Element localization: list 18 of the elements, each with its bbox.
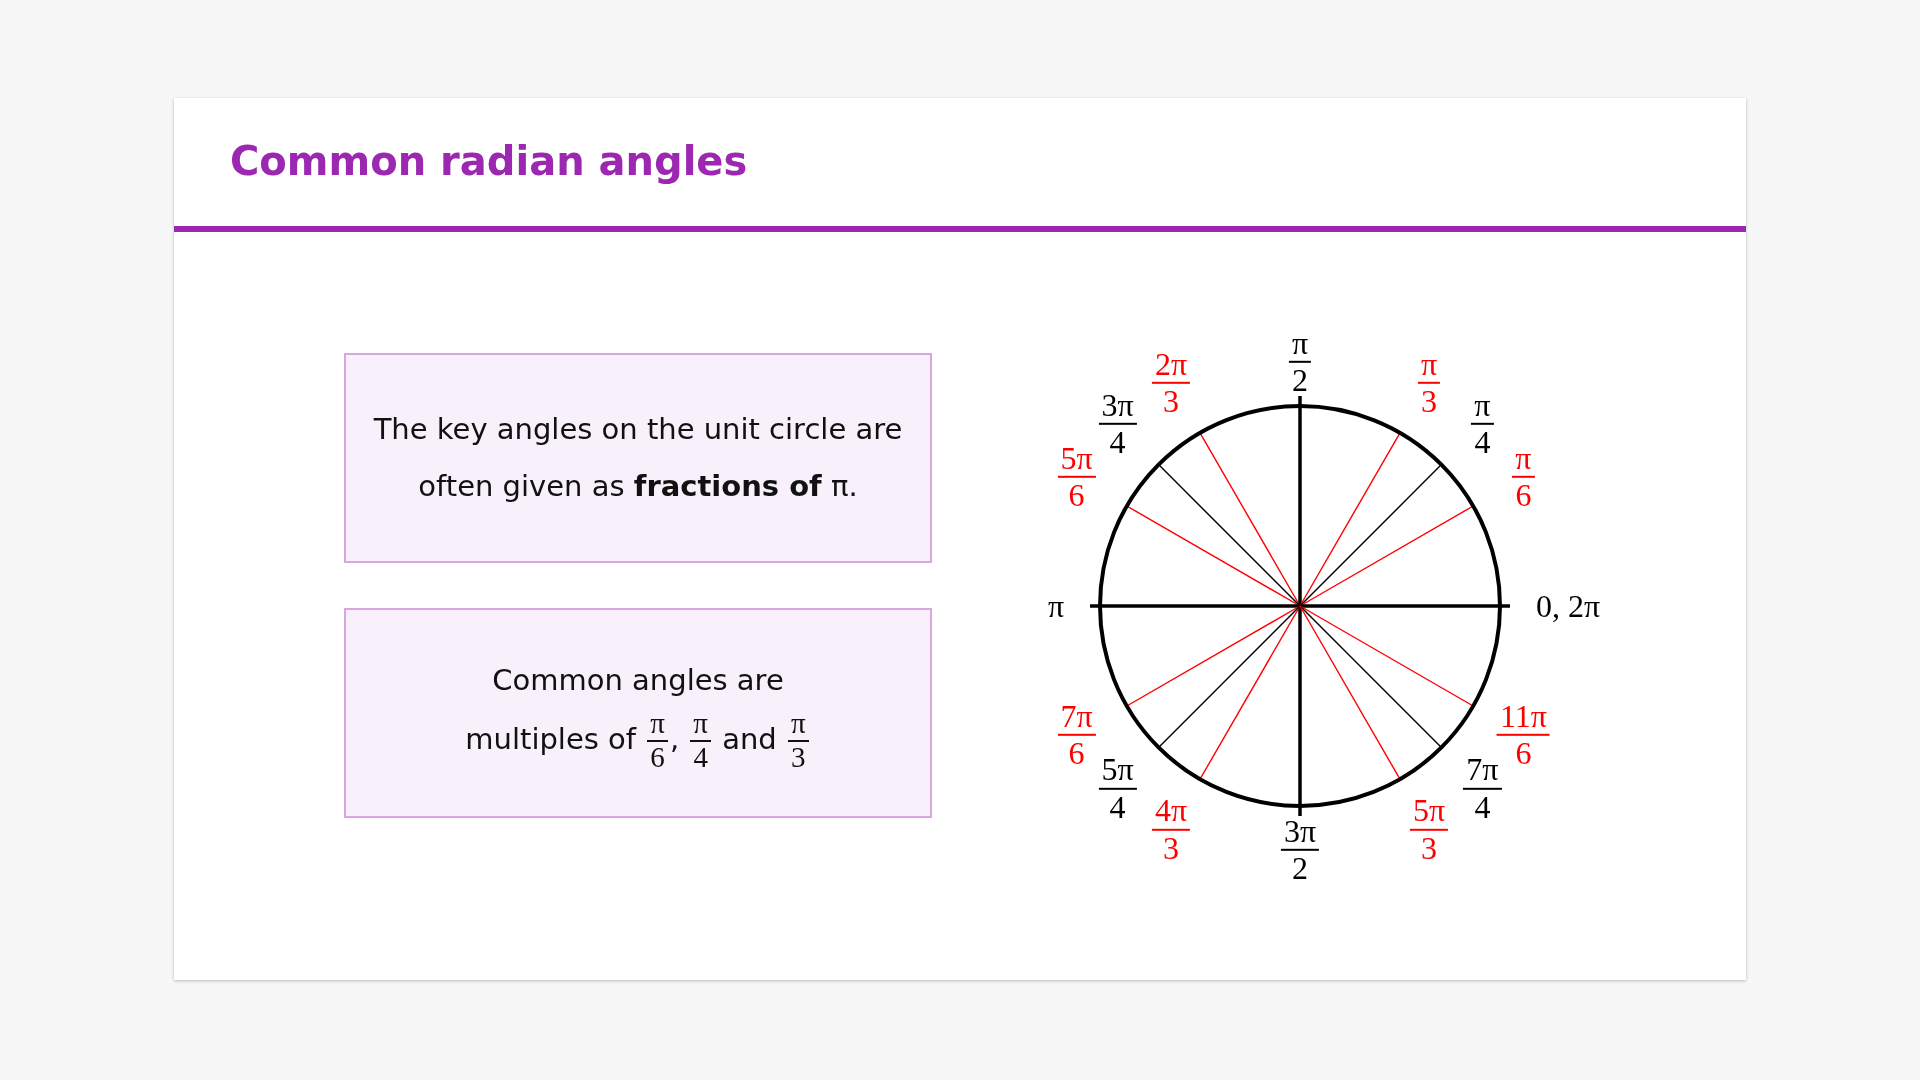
angle-label: 7π 6 <box>1055 698 1098 772</box>
angle-label: 5π 4 <box>1096 752 1139 825</box>
angle-label: π 6 <box>1510 440 1537 514</box>
info-text: The key angles on the unit circle are often given as fractions of π. <box>372 411 904 505</box>
angle-label: 4π 3 <box>1149 793 1193 866</box>
angle-label: 5π 6 <box>1055 440 1098 514</box>
angle-label: 2π 3 <box>1149 346 1193 419</box>
angle-label: π <box>1047 587 1065 625</box>
angle-label: π 3 <box>1415 346 1443 419</box>
info-box <box>344 608 932 818</box>
angle-label: 0, 2π <box>1535 587 1601 625</box>
angle-label: 5π 3 <box>1407 793 1451 866</box>
angle-label: π 2 <box>1286 325 1314 399</box>
info-box <box>344 353 932 563</box>
angle-label: 3π 4 <box>1096 387 1139 460</box>
angle-label: π 4 <box>1469 387 1496 460</box>
page-title: Common radian angles <box>230 138 748 184</box>
angle-label: 3π 2 <box>1278 813 1322 887</box>
